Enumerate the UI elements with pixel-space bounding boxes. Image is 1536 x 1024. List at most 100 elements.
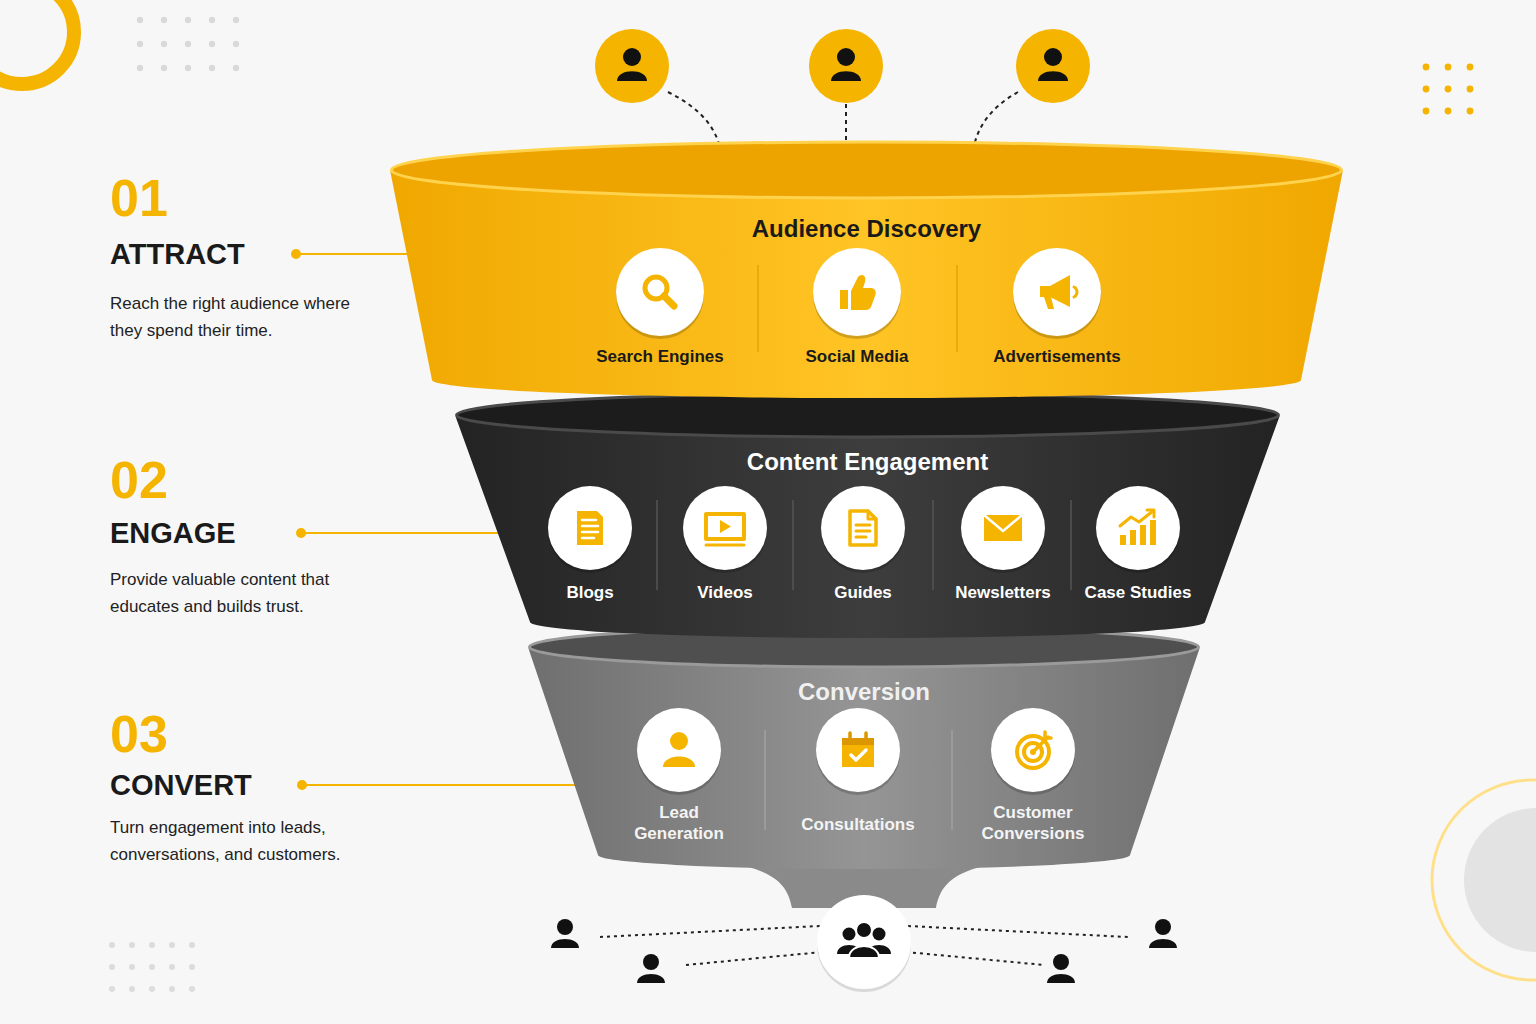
separator-line — [932, 500, 934, 590]
person-body — [551, 939, 579, 948]
separator-line — [792, 500, 794, 590]
person-head — [837, 48, 855, 66]
icon-shape — [706, 514, 744, 539]
icon-shape — [706, 544, 744, 547]
funnel-band-body — [390, 170, 1343, 398]
icon-shape — [1120, 520, 1156, 545]
person-body — [1047, 974, 1075, 983]
audience-circle — [595, 29, 669, 103]
funnel-band: Content EngagementBlogsVideosGuidesNewsl… — [455, 390, 1280, 640]
channel-circle-shape — [599, 704, 759, 804]
separator-line — [951, 730, 953, 830]
dotted-line — [686, 952, 822, 965]
icon-shape — [720, 520, 731, 533]
icon-shape — [842, 738, 874, 745]
funnel-band: ConversionLead GenerationConsultations Cu… — [528, 625, 1200, 915]
channel-icon — [663, 732, 695, 767]
customer-icon — [637, 954, 665, 983]
step-description: Reach the right audience where they spen… — [110, 290, 385, 344]
decor-ring — [1432, 780, 1536, 980]
step-heading: ATTRACT — [110, 239, 410, 269]
separator-line — [757, 265, 759, 352]
customer-icon — [1149, 919, 1177, 948]
audience-circle — [1016, 29, 1090, 103]
channel-circle — [1096, 486, 1180, 570]
step-number: 01 — [110, 172, 310, 224]
audience-icon — [595, 29, 669, 103]
separator-line — [956, 265, 958, 352]
channel-circle-shape — [520, 482, 660, 582]
channel-circle — [637, 708, 721, 792]
person-head — [856, 922, 872, 938]
funnel-band-rim — [530, 627, 1199, 667]
separator-line — [656, 500, 658, 590]
channel-icon — [577, 511, 603, 545]
channel-circle — [548, 486, 632, 570]
icon-shape — [1040, 275, 1070, 307]
person-body — [849, 946, 879, 958]
person-body — [831, 71, 861, 81]
channel-label: Advertisements — [977, 346, 1137, 367]
channel-icon — [1120, 510, 1156, 545]
step-description: Provide valuable content that educates a… — [110, 566, 385, 620]
audience-circle — [809, 29, 883, 103]
icon-shape — [842, 738, 874, 767]
icon-shape — [670, 732, 688, 750]
channel-label: Blogs — [520, 582, 660, 603]
customer-icon — [1047, 954, 1075, 983]
icon-shape — [663, 757, 695, 768]
channel-circle-shape — [793, 482, 933, 582]
channel-circle — [821, 486, 905, 570]
customer-group-circle — [817, 895, 911, 989]
channel-icon — [842, 733, 874, 767]
icon-shape — [1017, 736, 1049, 768]
separator-line — [764, 730, 766, 830]
channel-label: Newsletters — [933, 582, 1073, 603]
person-head — [1155, 919, 1171, 935]
channel-circle-shape — [1068, 482, 1208, 582]
person-head — [873, 928, 886, 941]
dotted-line — [908, 926, 1128, 937]
channel-circle-shape — [933, 482, 1073, 582]
funnel-band-body — [528, 647, 1200, 869]
icon-shape — [851, 275, 876, 310]
channel-icon — [706, 514, 744, 545]
band-title: Conversion — [528, 678, 1200, 706]
icon-shape — [1074, 287, 1077, 297]
icon-shape — [1120, 511, 1153, 526]
step-number: 03 — [110, 708, 310, 760]
person-body — [1038, 71, 1068, 81]
separator-line — [1070, 500, 1072, 590]
icon-shape — [582, 520, 598, 538]
channel-node: Social Media — [777, 246, 937, 396]
icon-shape — [577, 511, 603, 545]
leader-line — [302, 784, 588, 786]
channel-circle — [1013, 248, 1101, 336]
channel-icon — [984, 515, 1022, 541]
decor-dot-grid — [102, 934, 202, 1000]
channel-icon — [645, 277, 674, 306]
person-head — [843, 928, 856, 941]
icon-shape — [840, 290, 848, 309]
channel-node: Lead Generation — [599, 704, 759, 854]
channel-circle — [991, 708, 1075, 792]
channel-node: Consultations — [778, 704, 938, 854]
band-title: Audience Discovery — [390, 215, 1343, 243]
channel-icon — [1017, 732, 1051, 768]
person-head — [1053, 954, 1069, 970]
leader-dot — [297, 780, 307, 790]
channel-icon — [1040, 275, 1077, 309]
icon-shape — [1044, 297, 1054, 309]
decor-dot-grid — [1415, 56, 1481, 122]
channel-label: Social Media — [777, 346, 937, 367]
channel-circle-shape — [655, 482, 795, 582]
channel-label: Consultations — [778, 814, 938, 835]
channel-label: Customer Conversions — [973, 802, 1093, 844]
channel-circle-shape — [977, 246, 1137, 346]
person-head — [1044, 48, 1062, 66]
channel-circle — [683, 486, 767, 570]
icon-shape — [851, 750, 866, 760]
dotted-line — [906, 952, 1044, 965]
channel-label: Case Studies — [1068, 582, 1208, 603]
person-body — [1149, 939, 1177, 948]
